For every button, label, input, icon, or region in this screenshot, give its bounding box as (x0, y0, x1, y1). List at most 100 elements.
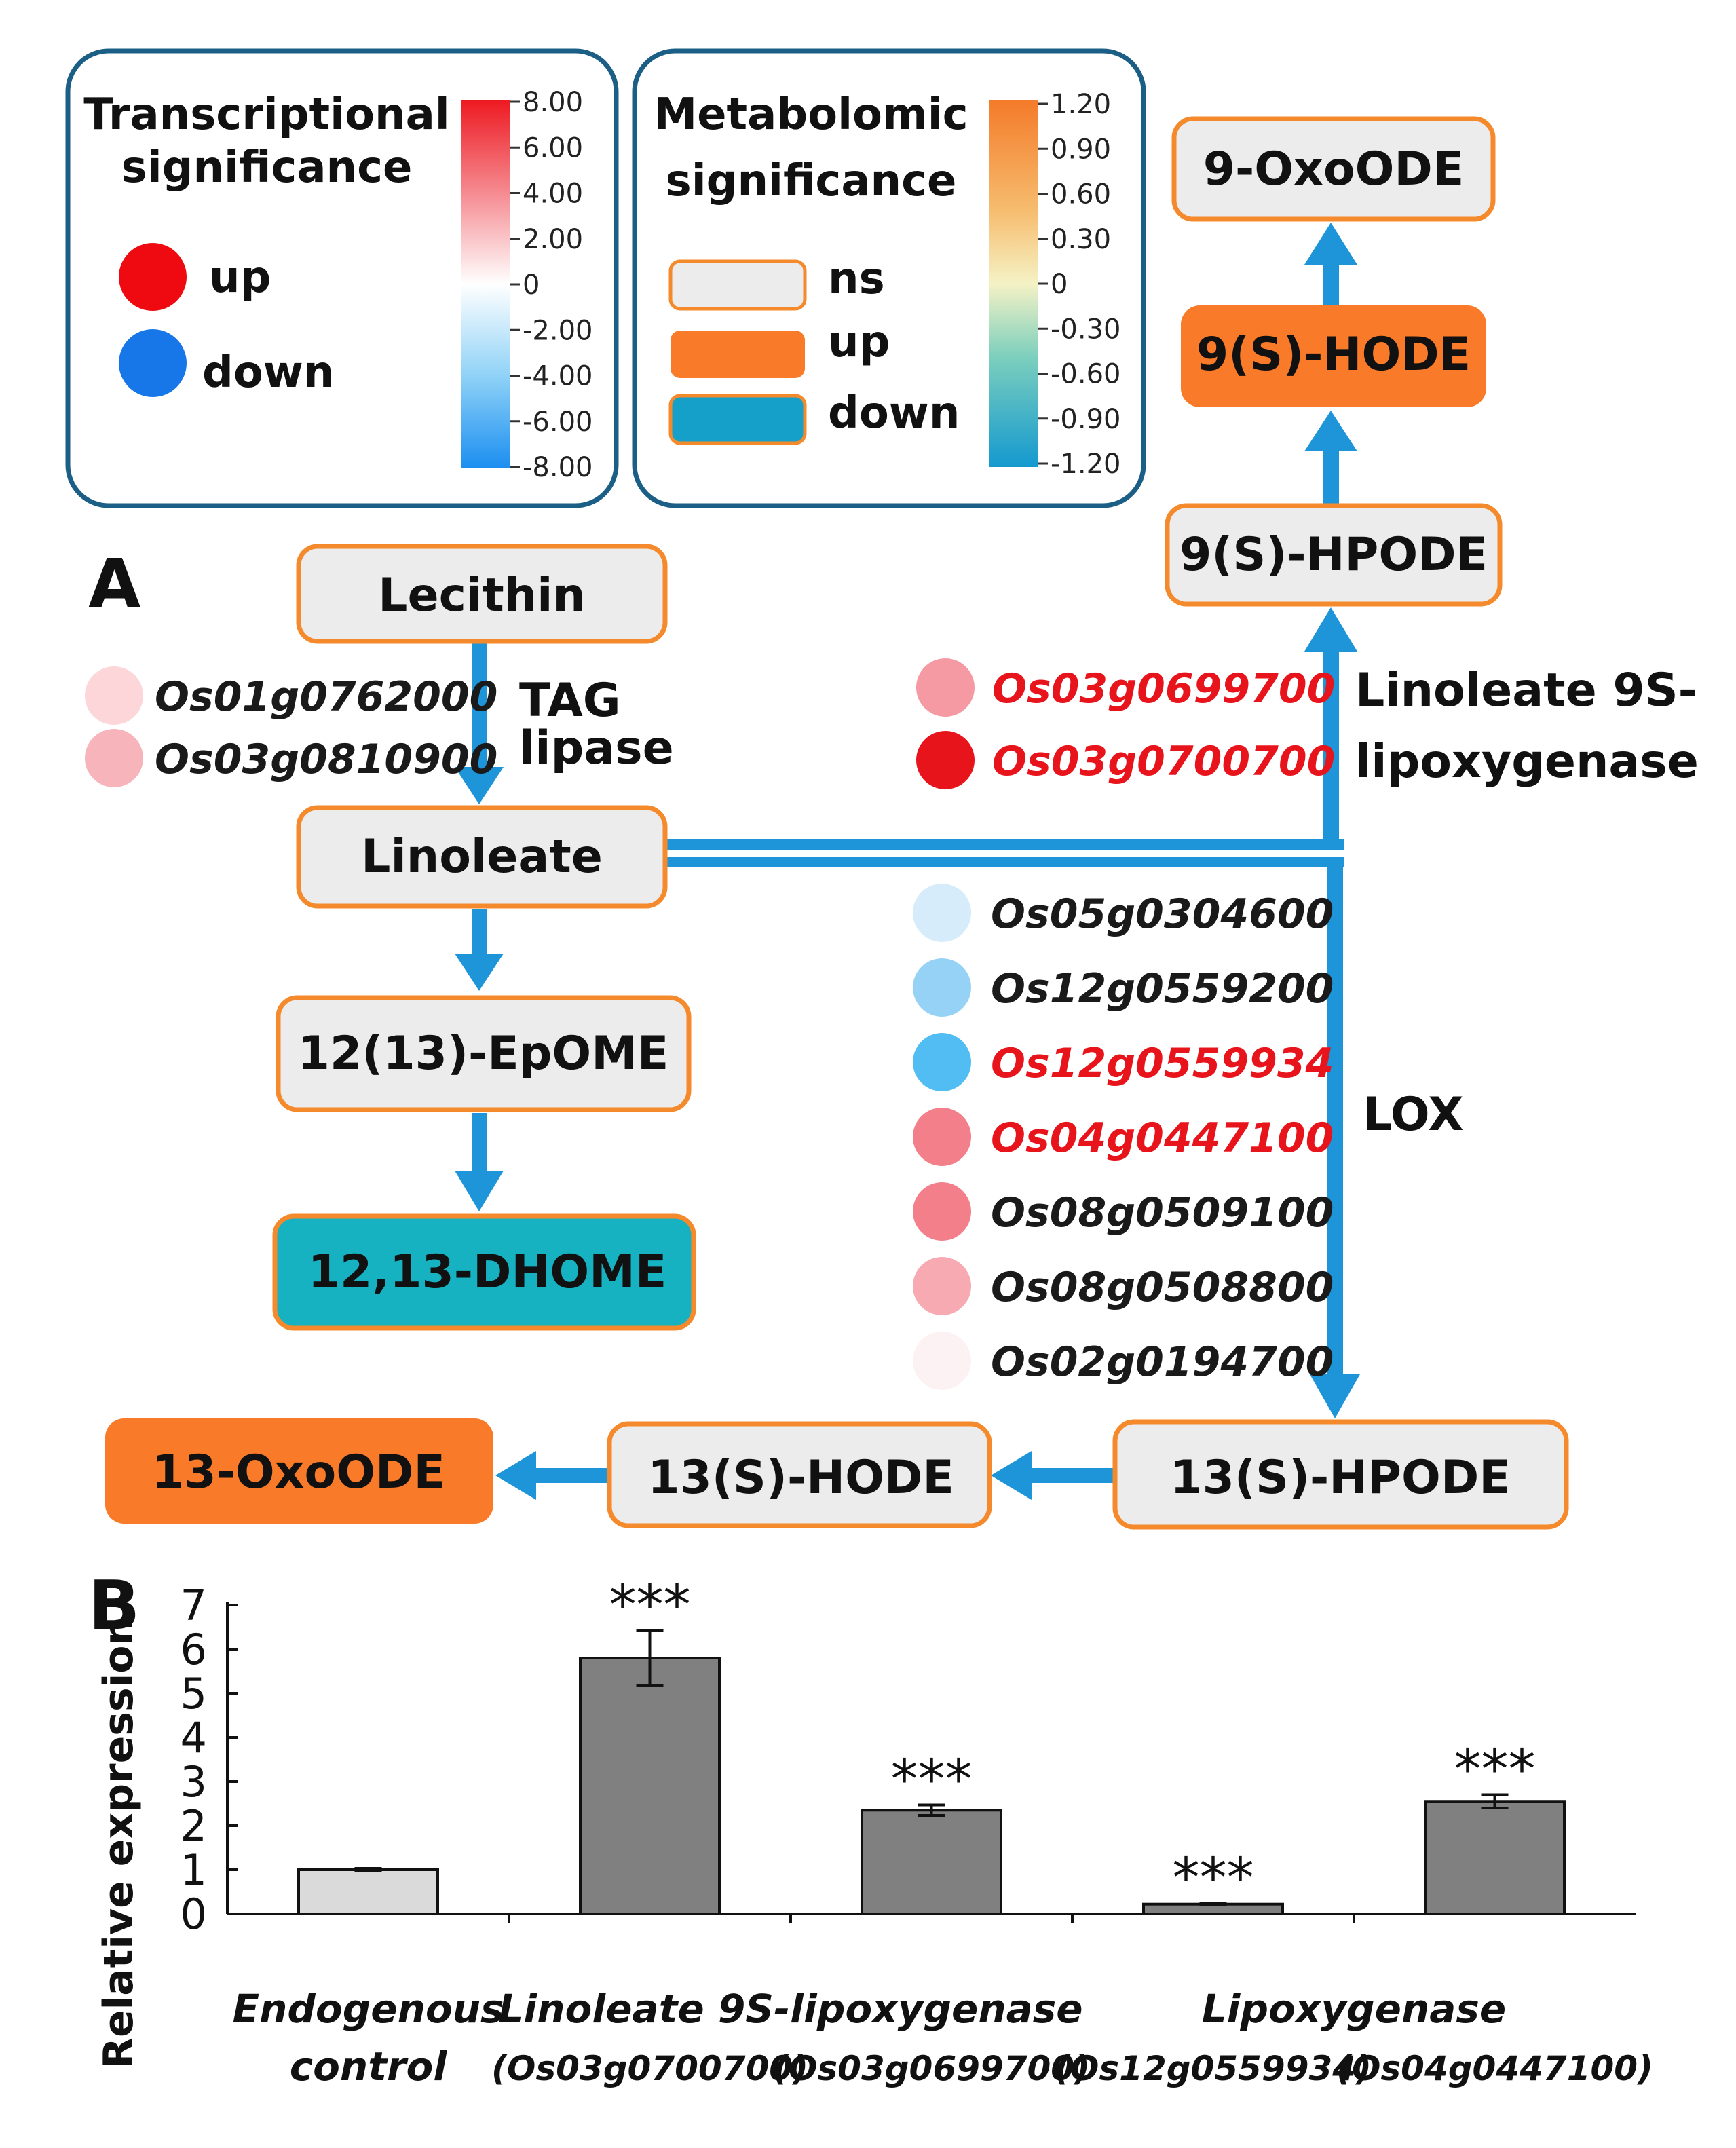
tag-lipase-dot (85, 729, 143, 787)
svg-text:9(S)-HPODE: 9(S)-HPODE (1180, 528, 1488, 582)
lox-dot (913, 1108, 971, 1166)
trans-scale-tick-label: 8.00 (523, 87, 583, 118)
tag-lipase-gene-id: Os03g0810900 (155, 736, 497, 783)
chart-significance: *** (891, 1748, 973, 1811)
svg-text:12(13)-EpOME: 12(13)-EpOME (298, 1027, 669, 1080)
legend-meta-title-1: Metabolomic (654, 90, 968, 140)
chart-significance: *** (609, 1574, 691, 1637)
legend-trans-title-1: Transcriptional (83, 90, 449, 140)
chart-category-label: (Os12g0559934) (1055, 2049, 1372, 2088)
chart-group-label: Linoleate 9S-lipoxygenase (498, 1986, 1082, 2032)
lox-dot (913, 1182, 971, 1241)
chart-category-label: (Os04g0447100) (1336, 2049, 1653, 2088)
svg-text:13(S)-HODE: 13(S)-HODE (647, 1451, 954, 1505)
chart-category-label: (Os03g0699700) (773, 2049, 1090, 2088)
legend-meta-title-2: significance (666, 156, 957, 206)
node-lecithin: Lecithin (296, 544, 668, 644)
legend-transcriptional: Transcriptional significance up down 8.0… (65, 48, 619, 508)
chart-group-label: Endogenous (232, 1986, 504, 2032)
trans-scale-tick-label: 2.00 (523, 224, 583, 255)
node-12-13-epome: 12(13)-EpOME (276, 995, 692, 1112)
legend-trans-title-2: significance (121, 143, 413, 193)
lox-dot (913, 958, 971, 1017)
legend-down-swatch (668, 394, 807, 445)
enzyme-lox: LOX (1363, 1088, 1464, 1142)
chart-x-labels: Endogenous control Linoleate 9S-lipoxygena… (232, 1986, 1653, 2090)
legend-meta-up-label: up (828, 317, 890, 367)
lox-dot (913, 1033, 971, 1091)
legend-meta-ns-label: ns (828, 254, 885, 304)
enzyme-tag-line1: TAG (519, 674, 621, 728)
chart-y-tick-label: 0 (181, 1889, 207, 1939)
pathway-nodes: Lecithin Linoleate 12(13)-EpOME 12,13-DH… (105, 116, 1569, 1530)
chart-y-tick-label: 1 (181, 1845, 207, 1895)
trans-scale-tick-label: 6.00 (523, 132, 583, 164)
chart-y-tick-label: 3 (181, 1757, 207, 1807)
meta-scale-tick-label: -0.30 (1051, 314, 1121, 345)
chart-significance: *** (1454, 1738, 1536, 1801)
svg-text:13-OxoODE: 13-OxoODE (152, 1446, 445, 1499)
chart-y-tick-label: 7 (181, 1581, 207, 1630)
chart-bar (297, 1868, 439, 1915)
lox-dot (913, 1257, 971, 1315)
node-13s-hpode: 13(S)-HPODE (1112, 1419, 1569, 1530)
lox-gene-id: Os05g0304600 (991, 890, 1334, 938)
svg-text:9-OxoODE: 9-OxoODE (1203, 143, 1465, 196)
chart-y-tick-label: 6 (181, 1625, 207, 1674)
chart-y-tick-label: 4 (181, 1713, 207, 1763)
legend-meta-down-label: down (828, 388, 960, 438)
enzyme-lox9-line2: lipoxygenase (1355, 735, 1699, 789)
enzyme-lox9-line1: Linoleate 9S- (1355, 664, 1697, 717)
legend-down-dot (119, 329, 187, 397)
lox9-dot (916, 658, 975, 717)
lox-gene-id: Os02g0194700 (991, 1338, 1334, 1386)
tag-lipase-dot (85, 666, 143, 725)
legend-trans-down-label: down (202, 347, 334, 398)
chart-significance: *** (1173, 1846, 1254, 1909)
panel-label-a: A (88, 544, 140, 624)
gene-list-lox: Os05g0304600Os12g0559200Os12g0559934Os04… (913, 884, 1334, 1390)
node-linoleate: Linoleate (296, 805, 668, 909)
lox9-dot (916, 731, 975, 789)
legend-metabolomic: Metabolomic significance ns up down 1.20… (632, 48, 1146, 508)
chart-ylabel: Relative expression (95, 1617, 143, 2069)
meta-scale-tick-label: -0.60 (1051, 359, 1121, 390)
tag-lipase-gene-id: Os01g0762000 (155, 673, 497, 721)
node-9-oxoode: 9-OxoODE (1171, 116, 1496, 222)
chart-bar (579, 1657, 721, 1915)
legend-up-dot (119, 243, 187, 311)
meta-scale-tick-label: 0 (1051, 269, 1068, 300)
svg-text:12,13-DHOME: 12,13-DHOME (308, 1245, 667, 1299)
meta-scale-tick-label: 0.90 (1051, 134, 1111, 165)
chart-error-bars (354, 1629, 1509, 1906)
node-12-13-dhome: 12,13-DHOME (272, 1213, 696, 1331)
chart-bar (861, 1809, 1002, 1915)
svg-text:Linoleate: Linoleate (361, 830, 603, 884)
lox9-gene-id: Os03g0700700 (992, 738, 1335, 785)
trans-scale-tick-label: -4.00 (523, 361, 593, 392)
svg-text:Lecithin: Lecithin (378, 569, 586, 622)
lox-dot (913, 884, 971, 942)
node-13s-hode: 13(S)-HODE (607, 1421, 992, 1528)
trans-scale-tick-label: -6.00 (523, 407, 593, 438)
node-13-oxoode: 13-OxoODE (105, 1418, 493, 1524)
chart-group-label: Lipoxygenase (1202, 1986, 1507, 2032)
chart-y-tick-label: 2 (181, 1801, 207, 1851)
trans-scale-tick-label: 4.00 (523, 178, 583, 210)
legend-trans-up-label: up (209, 252, 271, 303)
panel-label-b: B (88, 1566, 140, 1645)
meta-color-scale (989, 100, 1038, 467)
lox-gene-id: Os12g0559200 (991, 965, 1334, 1013)
meta-scale-tick-label: 0.30 (1051, 224, 1111, 255)
lox-gene-id: Os08g0509100 (991, 1189, 1334, 1237)
chart-y-tick-label: 5 (181, 1669, 207, 1718)
chart-group-label: control (290, 2043, 448, 2090)
lox-gene-id: Os12g0559934 (991, 1040, 1334, 1087)
svg-text:13(S)-HPODE: 13(S)-HPODE (1170, 1451, 1510, 1505)
trans-scale-tick-label: -8.00 (523, 452, 593, 483)
